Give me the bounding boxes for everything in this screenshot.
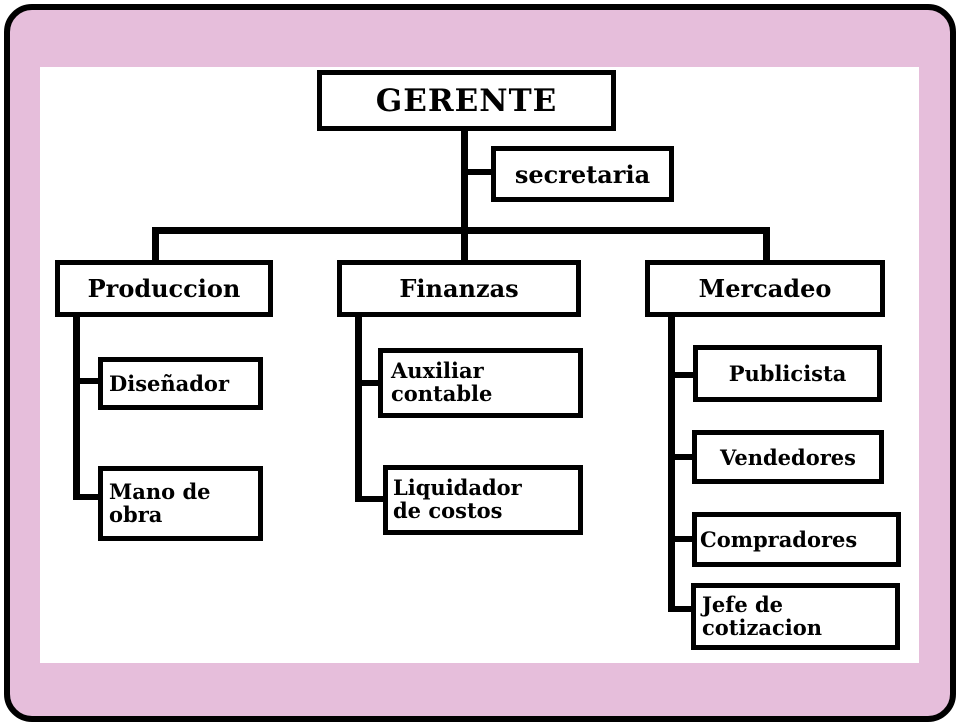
connector-mano-de-obra — [73, 494, 103, 500]
node-jefe-de-cotizacion-label: Jefe de cotizacion — [702, 591, 823, 640]
connector-mercadeo-spine — [668, 314, 675, 612]
connector-publicista — [668, 372, 698, 378]
connector-finanzas-spine — [355, 314, 362, 502]
connector-liquidador — [355, 496, 387, 502]
connector-produccion-spine — [73, 314, 80, 500]
node-disenador: Diseñador — [98, 357, 263, 410]
connector-secretaria — [464, 169, 494, 175]
connector-jefe-de-cotizacion — [668, 606, 696, 612]
connector-vendedores — [668, 454, 696, 460]
node-vendedores-label: Vendedores — [720, 444, 856, 470]
node-publicista-label: Publicista — [728, 361, 847, 386]
connector-auxiliar-contable — [355, 380, 383, 386]
node-liquidador-de-costos: Liquidador de costos — [383, 465, 583, 535]
node-mercadeo-label: Mercadeo — [698, 274, 832, 303]
node-auxiliar-contable-label: Auxiliar contable — [391, 358, 493, 406]
node-finanzas-label: Finanzas — [399, 274, 519, 303]
connector-mercadeo-drop — [763, 227, 770, 263]
node-produccion-label: Produccion — [87, 274, 241, 303]
node-compradores-label: Compradores — [700, 527, 858, 552]
connector-departments-bar — [152, 227, 770, 234]
node-secretaria: secretaria — [491, 146, 674, 202]
node-finanzas: Finanzas — [337, 260, 581, 317]
node-compradores: Compradores — [692, 512, 901, 567]
node-vendedores: Vendedores — [692, 430, 884, 484]
connector-disenador — [73, 378, 103, 384]
node-secretaria-label: secretaria — [514, 159, 651, 189]
node-mano-de-obra-label: Mano de obra — [109, 478, 211, 527]
node-gerente: GERENTE — [317, 70, 616, 131]
node-auxiliar-contable: Auxiliar contable — [378, 348, 583, 418]
node-jefe-de-cotizacion: Jefe de cotizacion — [691, 583, 900, 650]
node-mano-de-obra: Mano de obra — [98, 466, 263, 541]
node-liquidador-de-costos-label: Liquidador de costos — [393, 475, 522, 523]
connector-root-trunk — [461, 128, 468, 261]
node-publicista: Publicista — [693, 345, 882, 402]
connector-produccion-drop — [152, 227, 159, 263]
node-disenador-label: Diseñador — [109, 371, 230, 396]
connector-compradores — [668, 536, 696, 542]
node-gerente-label: GERENTE — [375, 82, 558, 119]
node-produccion: Produccion — [55, 260, 273, 317]
node-mercadeo: Mercadeo — [645, 260, 885, 317]
